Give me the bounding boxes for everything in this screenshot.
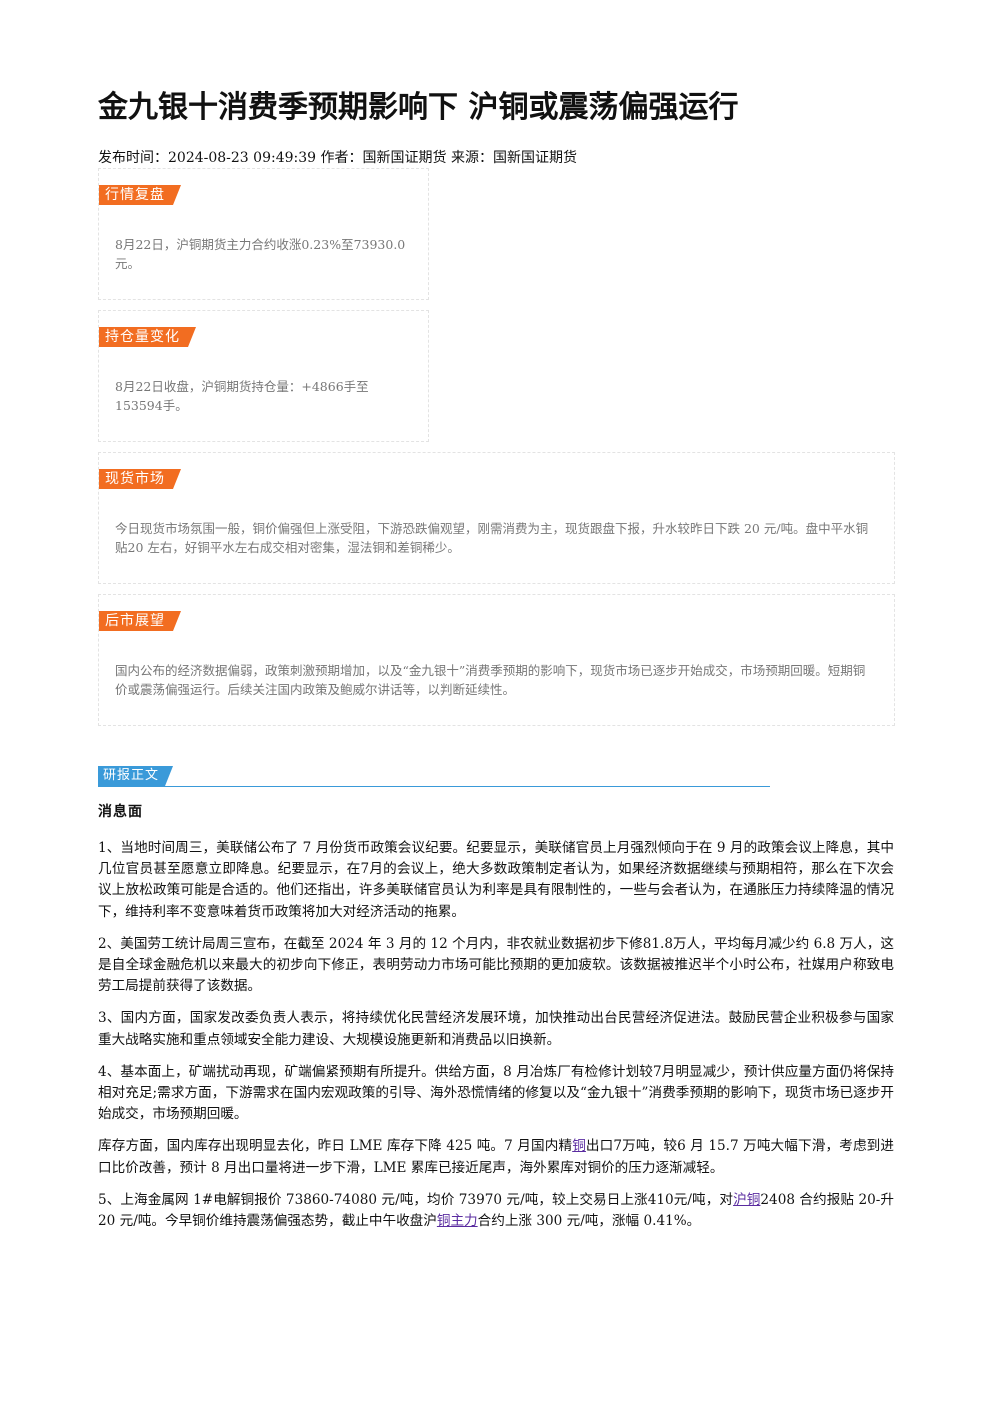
card-tag: 现货市场	[99, 469, 181, 489]
card-open-interest: 持仓量变化 8月22日收盘，沪铜期货持仓量：+4866手至153594手。	[98, 310, 429, 442]
paragraph: 3、国内方面，国家发改委负责人表示，将持续优化民营经济发展环境，加快推动出台民营…	[98, 1010, 894, 1048]
card-tag: 后市展望	[99, 611, 181, 631]
page-title: 金九银十消费季预期影响下 沪铜或震荡偏强运行	[98, 90, 739, 125]
card-spot-market: 现货市场 今日现货市场氛围一般，铜价偏强但上涨受阻，下游恐跌偏观望，刚需消费为主…	[98, 452, 895, 584]
paragraph: 5、上海金属网 1#电解铜报价 73860-74080 元/吨，均价 73970…	[98, 1190, 894, 1232]
article-body: 1、当地时间周三，美联储公布了 7 月份货币政策会议纪要。纪要显示，美联储官员上…	[98, 838, 894, 1243]
card-text: 今日现货市场氛围一般，铜价偏强但上涨受阻，下游恐跌偏观望，刚需消费为主，现货跟盘…	[115, 521, 869, 555]
card-text: 8月22日，沪铜期货主力合约收涨0.23%至73930.0元。	[115, 237, 406, 271]
paragraph: 库存方面，国内库存出现明显去化，昨日 LME 库存下降 425 吨。7 月国内精…	[98, 1136, 894, 1178]
report-body-tag: 研报正文	[98, 766, 173, 786]
card-market-review: 行情复盘 8月22日，沪铜期货主力合约收涨0.23%至73930.0元。	[98, 168, 429, 300]
paragraph: 4、基本面上，矿端扰动再现，矿端偏紧预期有所提升。供给方面，8 月冶炼厂有检修计…	[98, 1063, 894, 1123]
card-text: 国内公布的经济数据偏弱，政策刺激预期增加，以及“金九银十”消费季预期的影响下，现…	[115, 663, 866, 697]
report-body-header: 研报正文	[98, 766, 770, 787]
card-tag: 持仓量变化	[99, 327, 196, 347]
copper-link[interactable]: 铜	[572, 1138, 586, 1155]
paragraph-text: 库存方面，国内库存出现明显去化，昨日 LME 库存下降 425 吨。7 月国内精	[98, 1138, 573, 1155]
section-heading: 消息面	[98, 804, 143, 820]
paragraph: 1、当地时间周三，美联储公布了 7 月份货币政策会议纪要。纪要显示，美联储官员上…	[98, 840, 894, 920]
card-outlook: 后市展望 国内公布的经济数据偏弱，政策刺激预期增加，以及“金九银十”消费季预期的…	[98, 594, 895, 726]
paragraph-text: 出口7万吨，较6 月 15.7 万吨大幅下滑，考虑到进口比价改善，预计 8 月出…	[98, 1138, 894, 1176]
paragraph-text: 合约上涨 300 元/吨，涨幅 0.41%。	[477, 1213, 701, 1230]
paragraph-text: 5、上海金属网 1#电解铜报价 73860-74080 元/吨，均价 73970…	[98, 1191, 734, 1208]
publish-meta: 发布时间：2024-08-23 09:49:39 作者：国新国证期货 来源：国新…	[98, 150, 577, 166]
card-tag: 行情复盘	[99, 185, 181, 205]
card-text: 8月22日收盘，沪铜期货持仓量：+4866手至153594手。	[115, 379, 369, 413]
paragraph: 2、美国劳工统计局周三宣布，在截至 2024 年 3 月的 12 个月内，非农就…	[98, 935, 894, 995]
copper-main-contract-link[interactable]: 铜主力	[436, 1213, 478, 1230]
paragraph-text: 2408 合约报贴 20-升 20 元/吨。今早铜价维持震荡偏强态势，截止中午收…	[98, 1191, 895, 1230]
shanghai-copper-link[interactable]: 沪铜	[733, 1191, 761, 1208]
